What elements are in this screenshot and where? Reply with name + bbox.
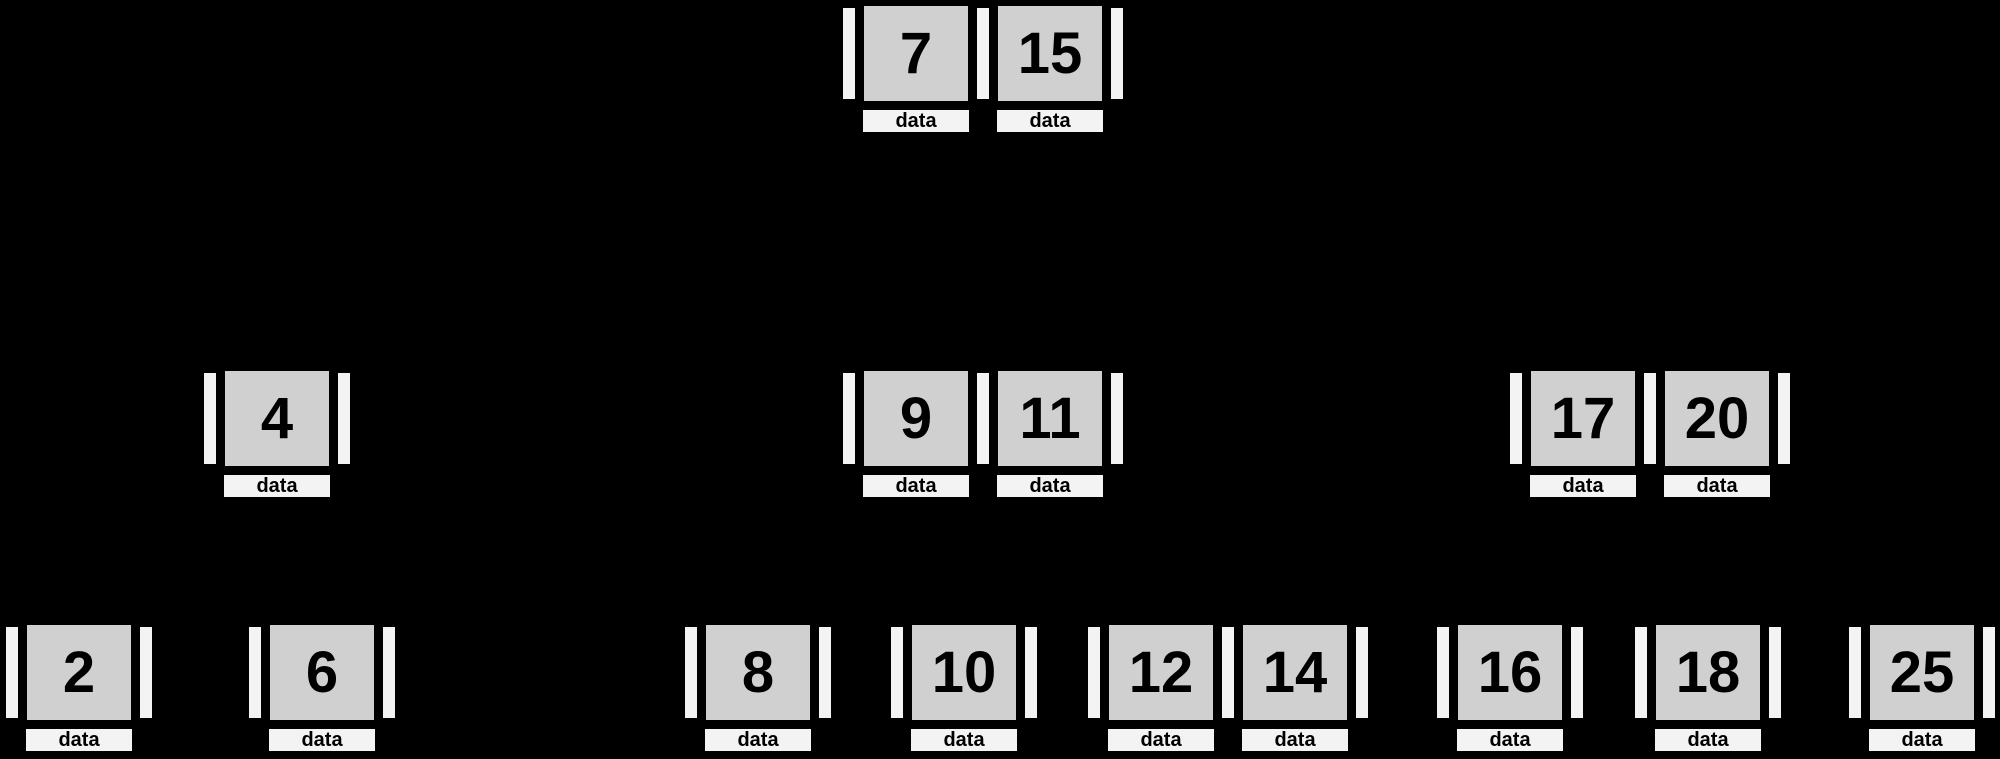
child-pointer-slot bbox=[1086, 625, 1102, 720]
key-cell: 4 bbox=[222, 368, 332, 469]
key-cell: 2 bbox=[24, 622, 134, 723]
key-slot: 9 data bbox=[861, 368, 971, 499]
key-cell: 12 bbox=[1106, 622, 1216, 723]
child-pointer-slot bbox=[381, 625, 397, 720]
key-slot: 20 data bbox=[1662, 368, 1772, 499]
child-pointer-slot bbox=[841, 371, 857, 466]
data-pointer-box: data bbox=[1455, 727, 1565, 753]
data-pointer-box: data bbox=[995, 108, 1105, 134]
child-pointer-slot bbox=[683, 625, 699, 720]
child-pointer-slot bbox=[817, 625, 833, 720]
child-pointer-slot bbox=[1569, 625, 1585, 720]
key-cell: 25 bbox=[1867, 622, 1977, 723]
key-cell: 16 bbox=[1455, 622, 1565, 723]
child-pointer-slot bbox=[1767, 625, 1783, 720]
key-slot: 2 data bbox=[24, 622, 134, 753]
child-pointer-slot bbox=[1109, 371, 1125, 466]
data-pointer-box: data bbox=[703, 727, 813, 753]
tree-node-4: 4 data bbox=[202, 368, 352, 499]
key-cell: 18 bbox=[1653, 622, 1763, 723]
key-slot: 14 data bbox=[1240, 622, 1350, 753]
key-cell: 15 bbox=[995, 3, 1105, 104]
tree-node-2: 2 data bbox=[4, 622, 154, 753]
child-pointer-slot bbox=[1109, 6, 1125, 101]
key-slot: 15 data bbox=[995, 3, 1105, 134]
child-pointer-slot bbox=[1981, 625, 1997, 720]
child-pointer-slot bbox=[841, 6, 857, 101]
data-pointer-box: data bbox=[1528, 473, 1638, 499]
child-pointer-slot bbox=[138, 625, 154, 720]
key-slot: 16 data bbox=[1455, 622, 1565, 753]
data-pointer-box: data bbox=[861, 108, 971, 134]
child-pointer-slot bbox=[1220, 625, 1236, 720]
key-slot: 25 data bbox=[1867, 622, 1977, 753]
tree-node-25: 25 data bbox=[1847, 622, 1997, 753]
child-pointer-slot bbox=[1023, 625, 1039, 720]
child-pointer-slot bbox=[1354, 625, 1370, 720]
key-slot: 4 data bbox=[222, 368, 332, 499]
child-pointer-slot bbox=[889, 625, 905, 720]
tree-node-17-20: 17 data 20 data bbox=[1508, 368, 1792, 499]
data-pointer-box: data bbox=[1867, 727, 1977, 753]
key-cell: 20 bbox=[1662, 368, 1772, 469]
data-pointer-box: data bbox=[1653, 727, 1763, 753]
key-slot: 18 data bbox=[1653, 622, 1763, 753]
key-slot: 11 data bbox=[995, 368, 1105, 499]
child-pointer-slot bbox=[202, 371, 218, 466]
child-pointer-slot bbox=[975, 6, 991, 101]
child-pointer-slot bbox=[975, 371, 991, 466]
child-pointer-slot bbox=[1633, 625, 1649, 720]
key-slot: 7 data bbox=[861, 3, 971, 134]
data-pointer-box: data bbox=[222, 473, 332, 499]
tree-node-10: 10 data bbox=[889, 622, 1039, 753]
child-pointer-slot bbox=[1642, 371, 1658, 466]
key-cell: 11 bbox=[995, 368, 1105, 469]
child-pointer-slot bbox=[4, 625, 20, 720]
key-cell: 6 bbox=[267, 622, 377, 723]
tree-node-16: 16 data bbox=[1435, 622, 1585, 753]
data-pointer-box: data bbox=[1240, 727, 1350, 753]
data-pointer-box: data bbox=[909, 727, 1019, 753]
key-slot: 10 data bbox=[909, 622, 1019, 753]
tree-node-7-15: 7 data 15 data bbox=[841, 3, 1125, 134]
key-cell: 7 bbox=[861, 3, 971, 104]
key-slot: 6 data bbox=[267, 622, 377, 753]
data-pointer-box: data bbox=[24, 727, 134, 753]
tree-node-6: 6 data bbox=[247, 622, 397, 753]
tree-node-9-11: 9 data 11 data bbox=[841, 368, 1125, 499]
child-pointer-slot bbox=[336, 371, 352, 466]
child-pointer-slot bbox=[1847, 625, 1863, 720]
key-cell: 14 bbox=[1240, 622, 1350, 723]
key-slot: 12 data bbox=[1106, 622, 1216, 753]
data-pointer-box: data bbox=[267, 727, 377, 753]
child-pointer-slot bbox=[1508, 371, 1524, 466]
key-slot: 8 data bbox=[703, 622, 813, 753]
key-cell: 10 bbox=[909, 622, 1019, 723]
data-pointer-box: data bbox=[1106, 727, 1216, 753]
key-cell: 8 bbox=[703, 622, 813, 723]
tree-node-8: 8 data bbox=[683, 622, 833, 753]
data-pointer-box: data bbox=[1662, 473, 1772, 499]
key-cell: 9 bbox=[861, 368, 971, 469]
data-pointer-box: data bbox=[861, 473, 971, 499]
child-pointer-slot bbox=[1435, 625, 1451, 720]
data-pointer-box: data bbox=[995, 473, 1105, 499]
tree-node-12-14: 12 data 14 data bbox=[1086, 622, 1370, 753]
child-pointer-slot bbox=[247, 625, 263, 720]
key-slot: 17 data bbox=[1528, 368, 1638, 499]
key-cell: 17 bbox=[1528, 368, 1638, 469]
tree-node-18: 18 data bbox=[1633, 622, 1783, 753]
child-pointer-slot bbox=[1776, 371, 1792, 466]
